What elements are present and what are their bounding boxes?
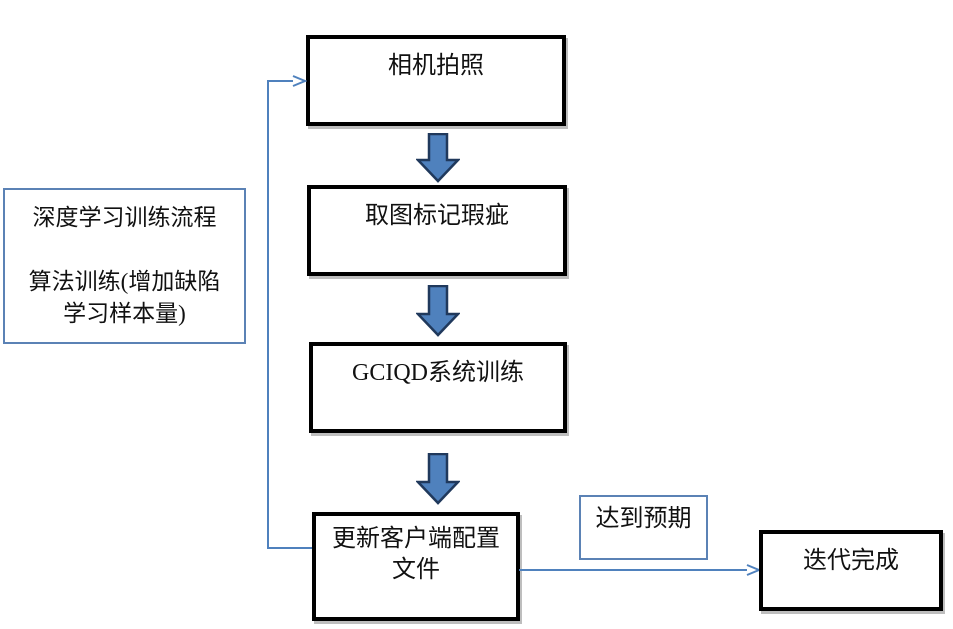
step-label: 取图标记瑕疵 (365, 203, 509, 229)
step-label: 更新客户端配置 文件 (332, 526, 500, 583)
side-note-text: 深度学习训练流程 算法训练(增加缺陷 学习样本量) (28, 205, 221, 326)
condition-label: 达到预期 (595, 506, 692, 532)
end-box: 迭代完成 (759, 530, 943, 611)
feedback-connector-vertical (267, 80, 269, 549)
side-note-box: 深度学习训练流程 算法训练(增加缺陷 学习样本量) (3, 188, 246, 344)
step-box-system-training: GCIQD系统训练 (309, 342, 567, 433)
feedback-connector-top (267, 80, 293, 82)
condition-label-box: 达到预期 (579, 495, 708, 560)
step-box-update-config: 更新客户端配置 文件 (312, 512, 520, 621)
step-box-camera-capture: 相机拍照 (306, 35, 566, 126)
step-label: GCIQD系统训练 (352, 360, 524, 386)
down-arrow-icon (416, 285, 460, 337)
down-arrow-icon (416, 133, 460, 183)
arrowhead-right-icon (292, 75, 307, 87)
down-arrow-icon (416, 453, 460, 505)
feedback-connector-bottom (267, 547, 312, 549)
branch-connector (519, 569, 747, 571)
step-label: 相机拍照 (388, 53, 484, 79)
end-label: 迭代完成 (803, 548, 899, 574)
step-box-annotate-defects: 取图标记瑕疵 (307, 185, 567, 276)
